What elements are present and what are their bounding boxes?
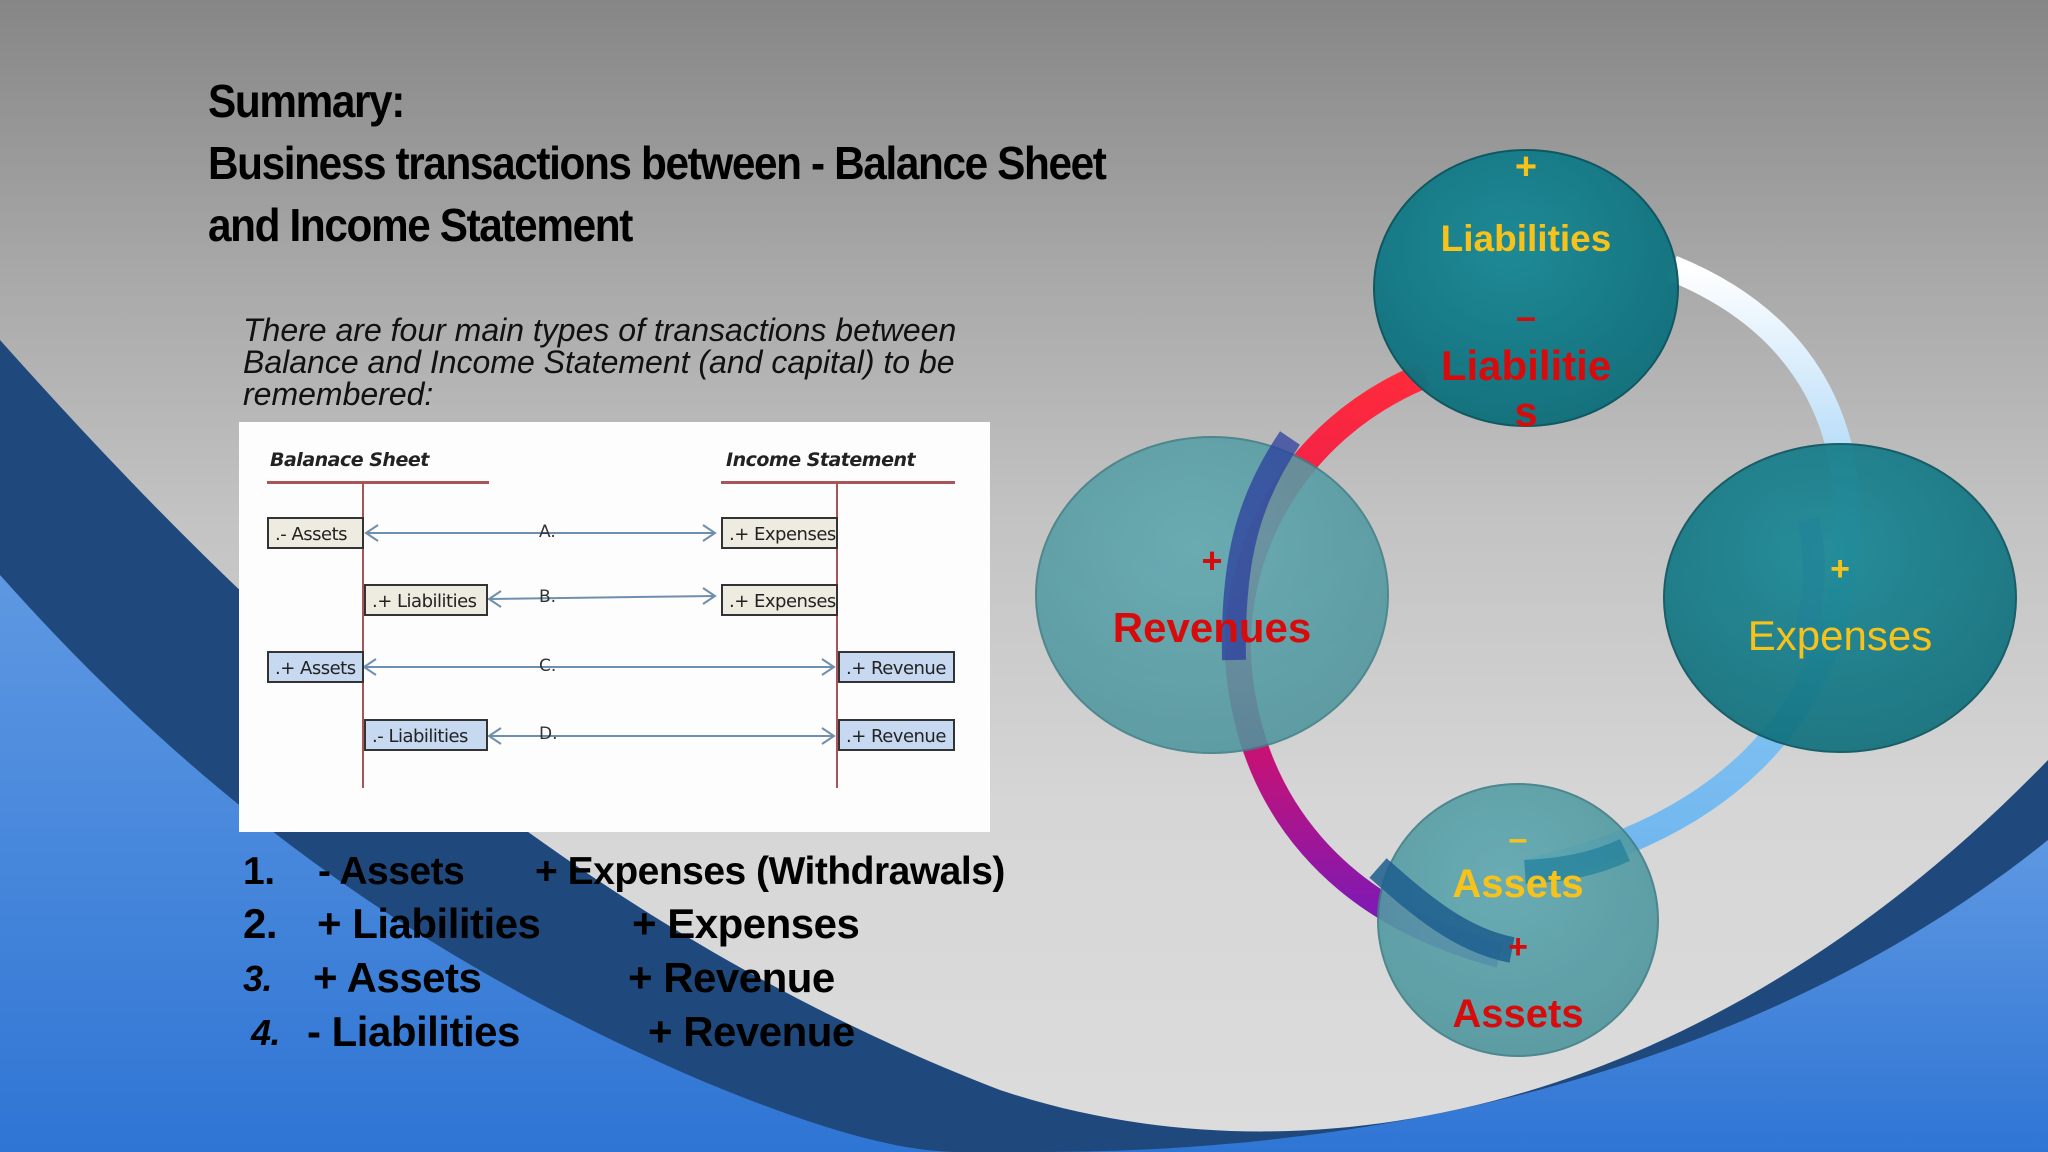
arrow-label-a: A.: [539, 522, 556, 542]
list-right: + Expenses: [632, 900, 860, 947]
box-plus-expenses-a: .+ Expenses: [721, 517, 838, 549]
list-number: 2.: [243, 900, 278, 947]
assets-plus-label: Assets: [1452, 992, 1584, 1036]
balance-sheet-header: Balanace Sheet: [270, 449, 429, 471]
liabilities-plus-sign: +: [1514, 146, 1538, 188]
revenues-plus-sign: +: [1201, 540, 1223, 581]
list-left: + Liabilities: [317, 900, 541, 947]
box-minus-liabilities: .- Liabilities: [364, 719, 488, 751]
list-right: + Revenue: [648, 1008, 855, 1055]
arrow-label-d: D.: [539, 724, 558, 744]
arrow-label-c: C.: [539, 656, 557, 676]
income-statement-t-line: [836, 482, 838, 788]
liabilities-minus-label-wrap: s: [1514, 388, 1538, 435]
liabilities-minus-label: Liabilitie: [1440, 342, 1612, 389]
arrows: [362, 524, 836, 745]
box-minus-assets: .- Assets: [267, 517, 364, 549]
expenses-plus-sign: +: [1830, 550, 1850, 588]
box-plus-assets: .+ Assets: [267, 651, 364, 683]
list-right: + Revenue: [628, 954, 835, 1001]
list-left: + Assets: [313, 954, 482, 1001]
list-left: - Liabilities: [307, 1008, 520, 1055]
title-line-1: Summary:: [208, 75, 405, 127]
liabilities-plus-label: Liabilities: [1440, 218, 1612, 259]
intro-line-3: remembered:: [243, 376, 434, 412]
intro-line-1: There are four main types of transaction…: [243, 312, 957, 348]
node-revenues: [1035, 436, 1389, 754]
revenues-label: Revenues: [1112, 604, 1312, 651]
box-plus-liabilities: .+ Liabilities: [364, 584, 488, 616]
income-statement-header: Income Statement: [726, 449, 916, 471]
box-plus-revenue-c: .+ Revenue: [838, 651, 955, 683]
assets-minus-sign: –: [1508, 820, 1528, 858]
slide-title: Summary: Business transactions between -…: [208, 70, 1107, 256]
expenses-label: Expenses: [1747, 612, 1933, 659]
arrow-label-b: B.: [539, 587, 557, 607]
intro-line-2: Balance and Income Statement (and capita…: [243, 344, 955, 380]
list-left: - Assets: [318, 850, 465, 893]
assets-plus-sign: +: [1508, 928, 1528, 966]
box-plus-revenue-d: .+ Revenue: [838, 719, 955, 751]
balance-sheet-t-line: [362, 482, 364, 788]
node-expenses: [1663, 443, 2017, 753]
box-plus-expenses-b: .+ Expenses: [721, 584, 838, 616]
transactions-figure: Balanace Sheet Income Statement A.: [239, 422, 990, 832]
intro-text: There are four main types of transaction…: [243, 314, 1063, 410]
list-number: 1.: [243, 850, 275, 893]
list-right: + Expenses (Withdrawals): [535, 850, 1005, 893]
title-line-2: Business transactions between - Balance …: [208, 137, 1107, 189]
liabilities-minus-sign: –: [1515, 296, 1537, 337]
income-statement-rule: [721, 481, 955, 484]
balance-sheet-rule: [267, 481, 489, 484]
title-line-3: and Income Statement: [208, 199, 633, 251]
list-number: 4.: [251, 1012, 281, 1053]
node-liabilities: [1373, 149, 1679, 427]
assets-minus-label: Assets: [1452, 862, 1584, 906]
list-number: 3.: [243, 958, 273, 999]
